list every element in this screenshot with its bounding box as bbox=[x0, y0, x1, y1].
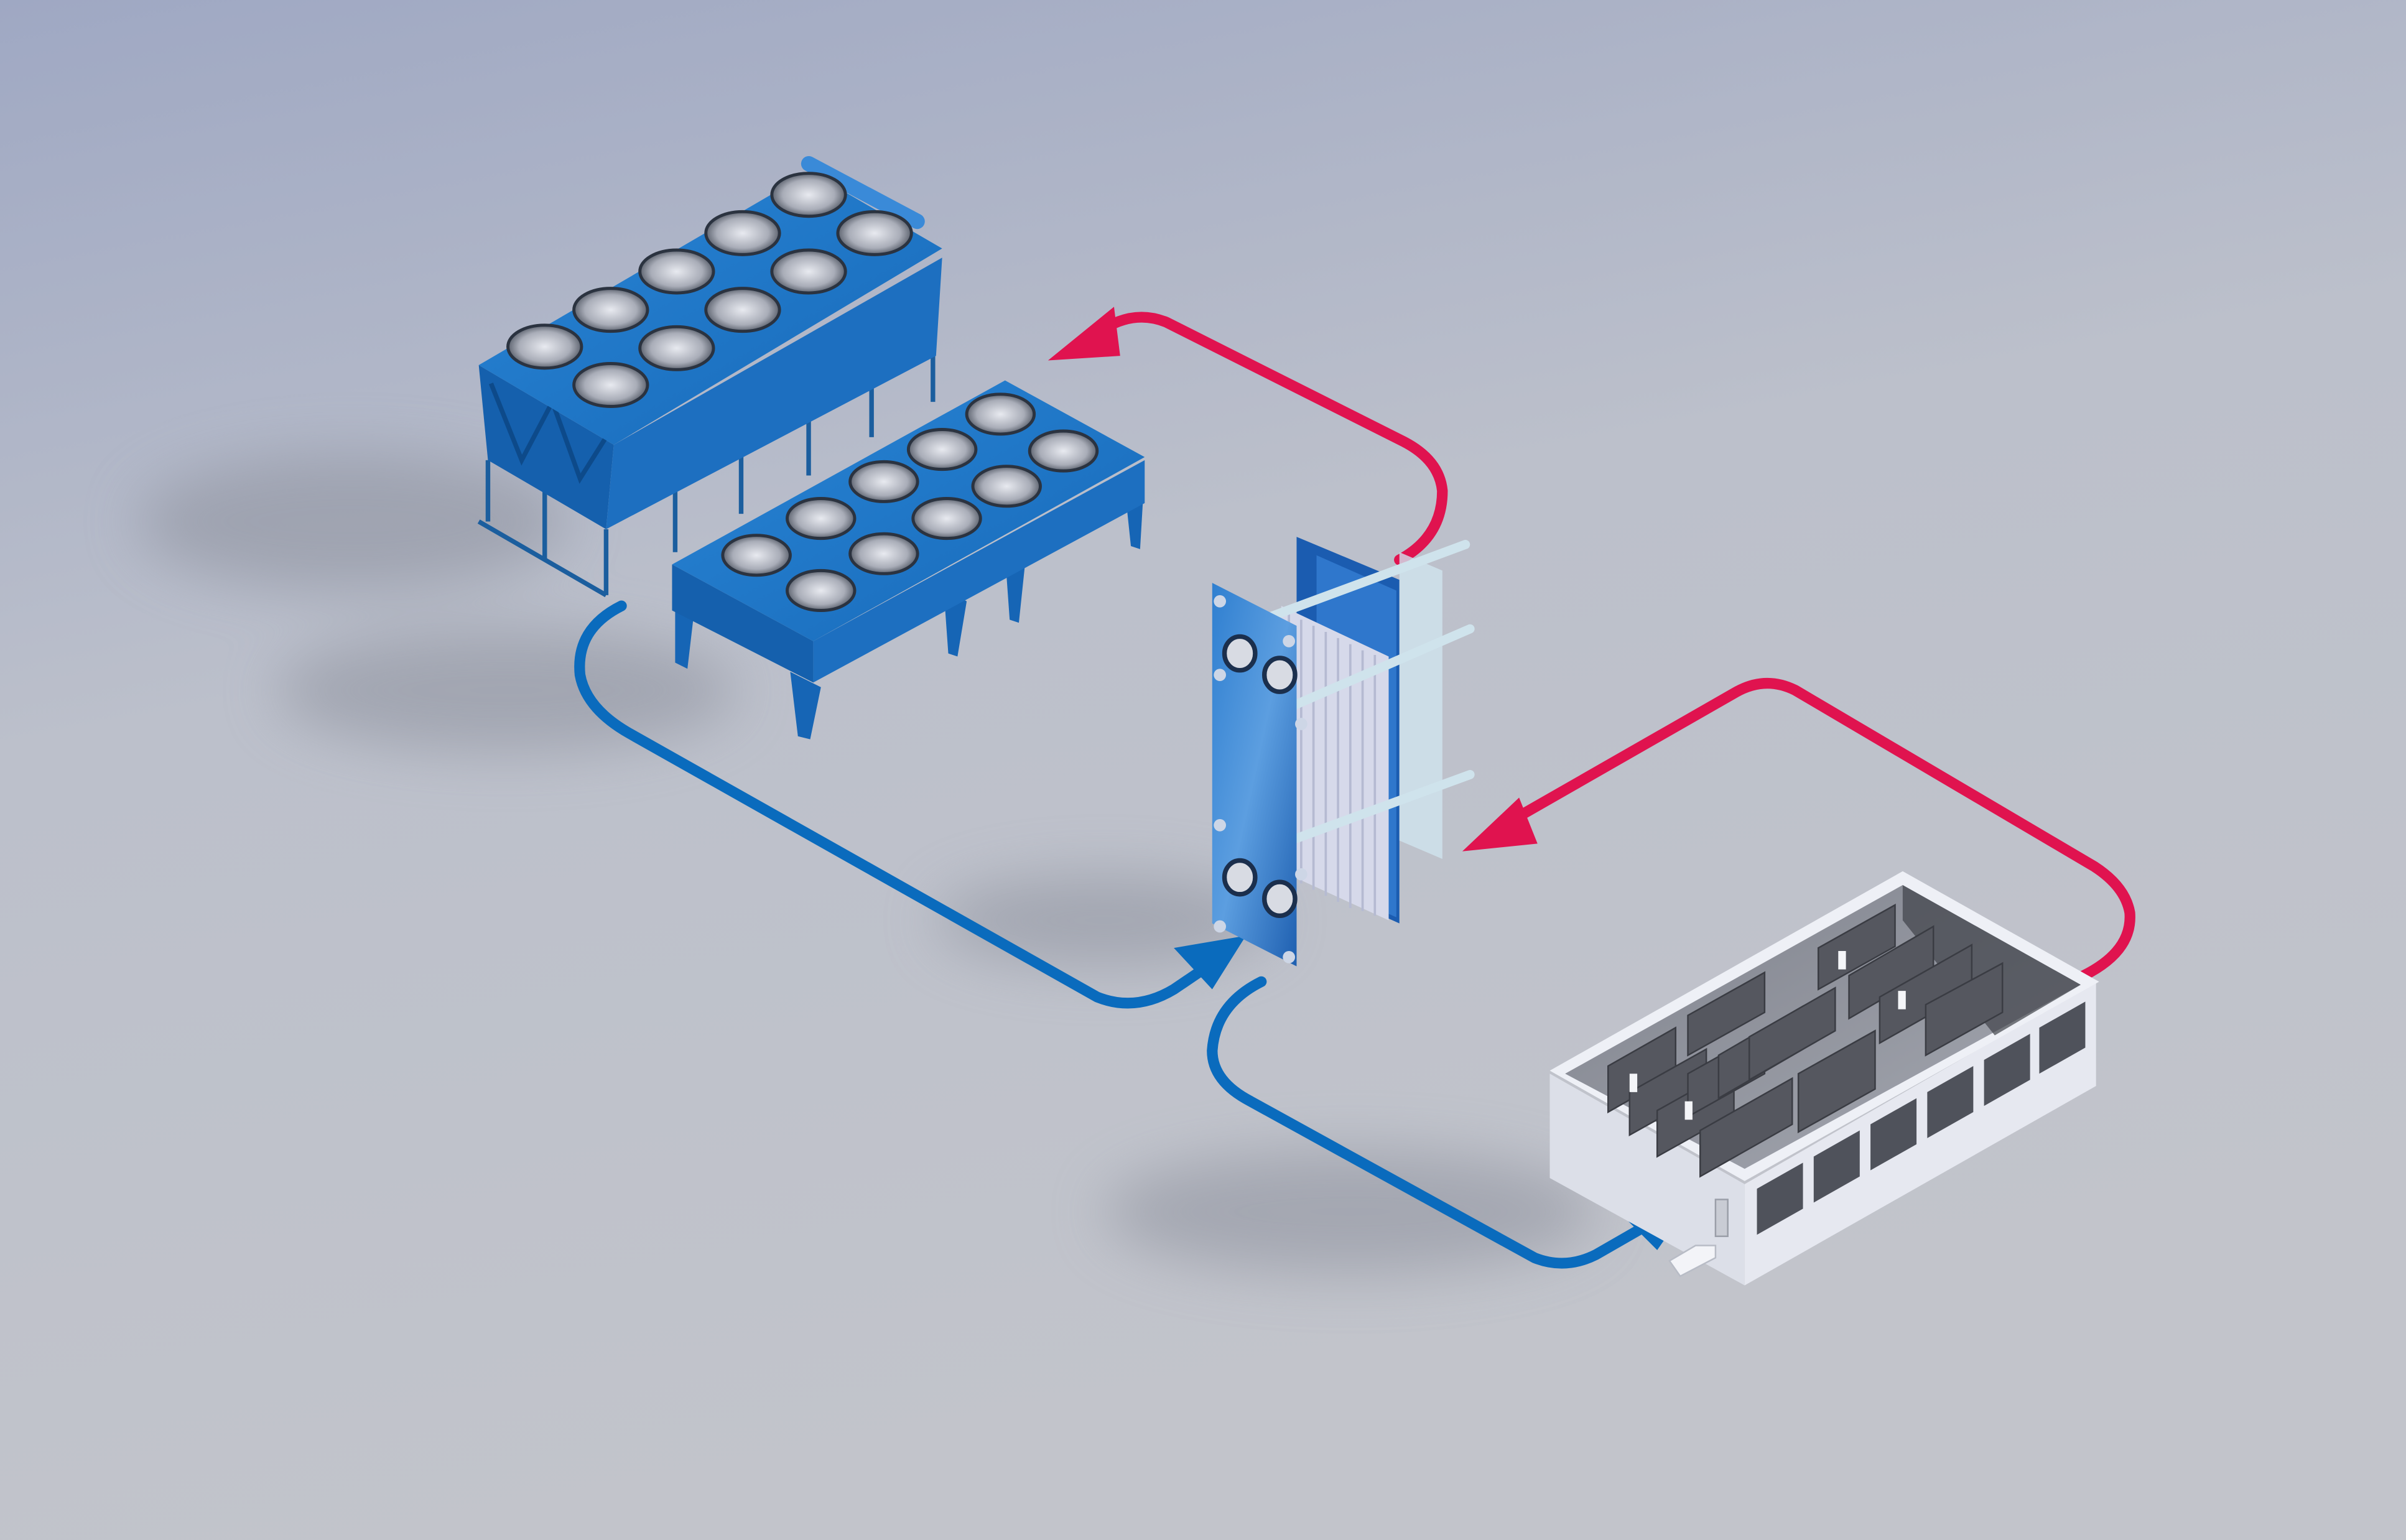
dry-cooler-large bbox=[477, 155, 942, 598]
fan-array bbox=[506, 172, 913, 408]
door bbox=[1714, 1199, 1729, 1237]
fan-icon bbox=[638, 248, 715, 295]
fan-icon bbox=[965, 392, 1036, 436]
fan-icon bbox=[906, 428, 978, 471]
fan-icon bbox=[721, 534, 792, 577]
port-icon bbox=[1222, 634, 1258, 673]
port-icon bbox=[1222, 858, 1258, 897]
port-icon bbox=[1261, 879, 1298, 918]
fan-icon bbox=[572, 362, 649, 408]
port-icon bbox=[1261, 656, 1298, 694]
arrow-head-icon bbox=[1462, 797, 1538, 851]
fan-icon bbox=[704, 210, 781, 256]
fan-icon bbox=[770, 172, 847, 218]
fan-icon bbox=[506, 323, 583, 370]
fan-icon bbox=[638, 325, 715, 371]
dry-cooler-small bbox=[672, 380, 1145, 740]
fan-icon bbox=[911, 497, 982, 540]
cool-supply-primary-pipe bbox=[574, 600, 1247, 1009]
arrow-head-icon bbox=[1174, 935, 1247, 990]
fan-icon bbox=[770, 248, 847, 295]
fan-icon bbox=[836, 210, 913, 256]
fan-icon bbox=[1028, 429, 1099, 473]
warm-return-secondary-pipe bbox=[1462, 677, 2135, 981]
fan-icon bbox=[971, 465, 1042, 508]
fan-icon bbox=[786, 497, 857, 540]
data-center-building bbox=[1549, 871, 2099, 1286]
fan-array bbox=[721, 392, 1099, 612]
arrow-head-icon bbox=[1047, 307, 1120, 361]
fan-icon bbox=[786, 568, 857, 612]
server-racks bbox=[1607, 903, 2004, 1178]
person-icon bbox=[1629, 951, 1906, 1120]
plate-heat-exchanger bbox=[1212, 537, 1475, 967]
fan-icon bbox=[704, 287, 781, 333]
louver-vents bbox=[1757, 1001, 2086, 1235]
shadows bbox=[138, 452, 1596, 1273]
fan-icon bbox=[572, 287, 649, 333]
entry-steps bbox=[1668, 1245, 1717, 1278]
warm-return-primary-pipe bbox=[1047, 307, 1448, 565]
fan-icon bbox=[848, 532, 919, 575]
fan-icon bbox=[848, 460, 919, 503]
